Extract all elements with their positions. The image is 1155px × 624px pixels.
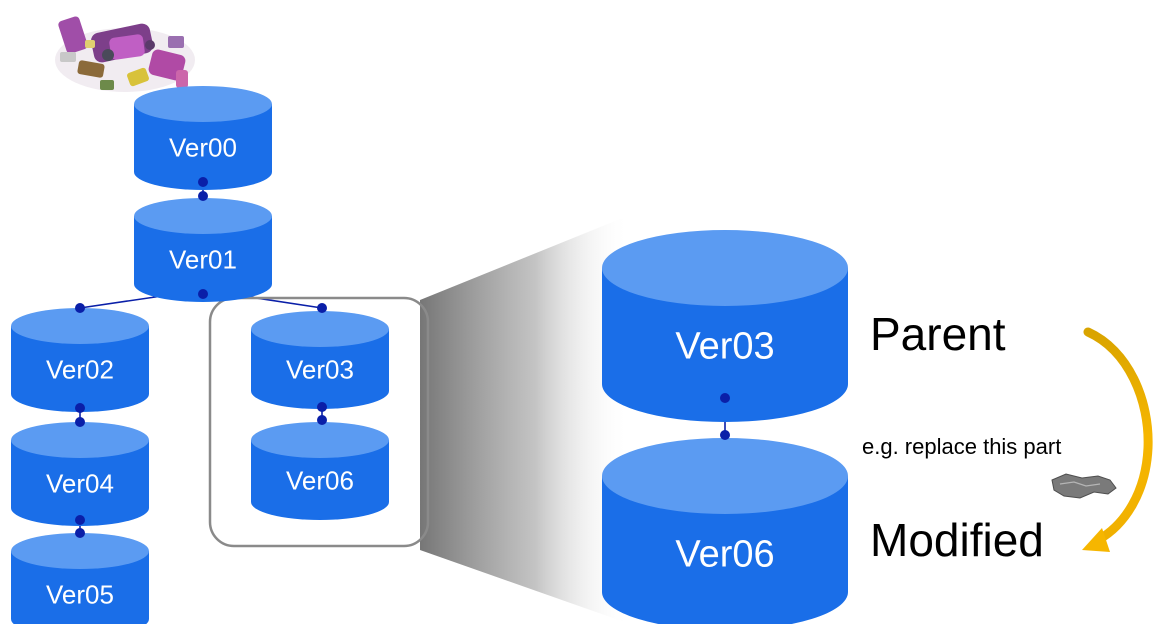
- dot-ver04-bottom: [75, 515, 85, 525]
- node-ver02-top: [11, 308, 149, 344]
- zoom-node-top: Ver03: [602, 230, 848, 422]
- dot-ver01-bottom: [198, 289, 208, 299]
- zoom-node-top-body: [602, 268, 848, 422]
- parent-label: Parent: [870, 308, 1006, 360]
- node-ver02: Ver02: [11, 308, 149, 412]
- node-ver03: Ver03: [251, 311, 389, 409]
- zoom-node-bottom-top: [602, 438, 848, 514]
- selection-frame: [208, 296, 430, 548]
- node-ver05-label: Ver05: [46, 579, 114, 609]
- dot-ver06-top: [317, 415, 327, 425]
- replace-note: e.g. replace this part: [862, 434, 1061, 459]
- dot-ver03-bottom: [317, 402, 327, 412]
- modified-label: Modified: [870, 514, 1044, 566]
- node-ver06: Ver06: [251, 422, 389, 520]
- node-ver00-body: [134, 104, 272, 190]
- node-ver04-body: [11, 440, 149, 526]
- node-ver03-body: [251, 329, 389, 409]
- dot-ver04-top: [75, 417, 85, 427]
- zoom-projection: [420, 215, 630, 624]
- zoom-node-bottom-label: Ver06: [675, 534, 774, 576]
- node-ver00-label: Ver00: [169, 132, 237, 162]
- node-ver06-label: Ver06: [286, 465, 354, 495]
- connector-dots: [75, 177, 730, 538]
- dot-ver02-bottom: [75, 403, 85, 413]
- node-ver01: Ver01: [134, 198, 272, 302]
- node-ver04: Ver04: [11, 422, 149, 526]
- parent-to-modified-arrow: [1082, 327, 1153, 552]
- node-ver02-label: Ver02: [46, 354, 114, 384]
- car-assembly-exploded-icon: [55, 16, 195, 92]
- dot-zoom-bottom: [720, 430, 730, 440]
- car-part-icon: [1051, 473, 1117, 499]
- node-ver02-body: [11, 326, 149, 412]
- node-ver04-label: Ver04: [46, 468, 114, 498]
- node-ver05: Ver05: [11, 533, 149, 624]
- dot-ver00-bottom: [198, 177, 208, 187]
- node-ver06-top: [251, 422, 389, 458]
- node-ver03-top: [251, 311, 389, 347]
- zoom-node-top-top: [602, 230, 848, 306]
- zoom-node-bottom: Ver06: [602, 438, 848, 624]
- node-ver00-top: [134, 86, 272, 122]
- node-ver05-top: [11, 533, 149, 569]
- dot-ver03-top: [317, 303, 327, 313]
- node-ver06-body: [251, 440, 389, 520]
- dot-zoom-top: [720, 393, 730, 403]
- node-ver01-body: [134, 216, 272, 302]
- zoom-node-bottom-body: [602, 476, 848, 624]
- node-ver03-label: Ver03: [286, 354, 354, 384]
- node-ver01-label: Ver01: [169, 244, 237, 274]
- node-ver04-top: [11, 422, 149, 458]
- zoom-node-top-label: Ver03: [675, 326, 774, 368]
- node-ver01-top: [134, 198, 272, 234]
- dot-ver02-top: [75, 303, 85, 313]
- node-ver00: Ver00: [134, 86, 272, 190]
- dot-ver01-top: [198, 191, 208, 201]
- node-ver05-body: [11, 551, 149, 624]
- dot-ver05-top: [75, 528, 85, 538]
